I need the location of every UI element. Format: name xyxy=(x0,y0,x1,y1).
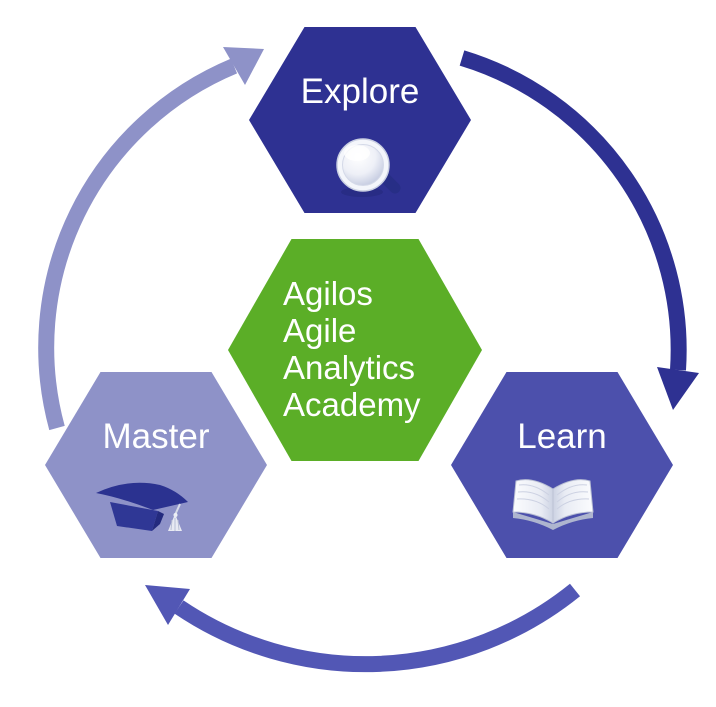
node-learn-label: Learn xyxy=(517,417,607,456)
arrow-head xyxy=(145,585,190,625)
magnifier-icon xyxy=(336,138,401,197)
node-explore: Explore xyxy=(249,27,471,213)
node-learn: Learn xyxy=(451,372,673,558)
graduation-cap-icon xyxy=(96,482,188,531)
center-line: Agile xyxy=(283,312,357,349)
arrow-head xyxy=(223,47,264,85)
center-hexagon: Agilos Agile Analytics Academy xyxy=(228,239,482,461)
node-master: Master xyxy=(45,372,267,558)
arrow-master-to-explore xyxy=(38,47,264,431)
arrow-explore-to-learn xyxy=(459,50,699,410)
arrow-head xyxy=(657,367,699,410)
node-explore-label: Explore xyxy=(300,72,420,111)
center-line: Analytics xyxy=(283,349,416,386)
arrow-arc xyxy=(459,50,687,371)
center-line: Agilos xyxy=(283,275,373,312)
center-text: Agilos Agile Analytics Academy xyxy=(283,275,421,423)
arrow-learn-to-master xyxy=(145,583,581,673)
center-line: Academy xyxy=(283,386,421,423)
arrow-arc xyxy=(174,583,581,673)
open-book-icon xyxy=(512,479,594,530)
node-master-label: Master xyxy=(102,417,210,456)
